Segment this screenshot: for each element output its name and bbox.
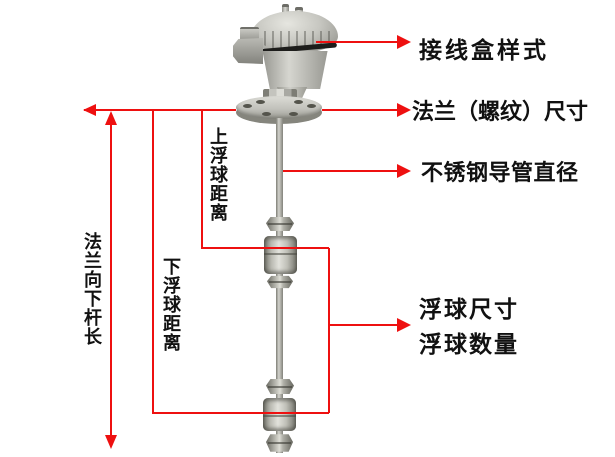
callout-float-info: 浮球尺寸 浮球数量	[419, 292, 519, 362]
flange-bolt-hole	[256, 100, 265, 104]
junction-box-body	[262, 51, 328, 89]
flange-hex-nut	[263, 89, 297, 99]
lower-float-bottom-stopper	[266, 434, 293, 452]
flange-bolt-hole	[307, 104, 316, 108]
lower-float	[263, 398, 296, 431]
callout-tube-diameter: 不锈钢导管直径	[421, 160, 579, 185]
flange-bolt-hole	[294, 100, 303, 104]
callout-junction-box-style: 接线盒样式	[419, 37, 549, 63]
dim-label-rod-length: 法兰向下杆长	[82, 232, 102, 346]
flange-bolt-hole	[243, 104, 252, 108]
callout-float-count: 浮球数量	[419, 331, 519, 357]
upper-float-top-stopper	[266, 216, 294, 232]
flange-bolt-hole	[289, 112, 298, 116]
dim-label-lower-float-distance: 下浮球距离	[161, 257, 181, 352]
upper-float	[264, 236, 297, 274]
flange-bolt-hole	[262, 112, 271, 116]
upper-float-bottom-stopper	[267, 275, 293, 289]
callout-float-size: 浮球尺寸	[419, 296, 519, 322]
dim-label-upper-float-distance: 上浮球距离	[208, 127, 228, 222]
lower-float-top-stopper	[266, 379, 294, 394]
conduit-entry-fitting	[233, 38, 263, 64]
callout-flange-thread-size: 法兰（螺纹）尺寸	[412, 99, 589, 124]
